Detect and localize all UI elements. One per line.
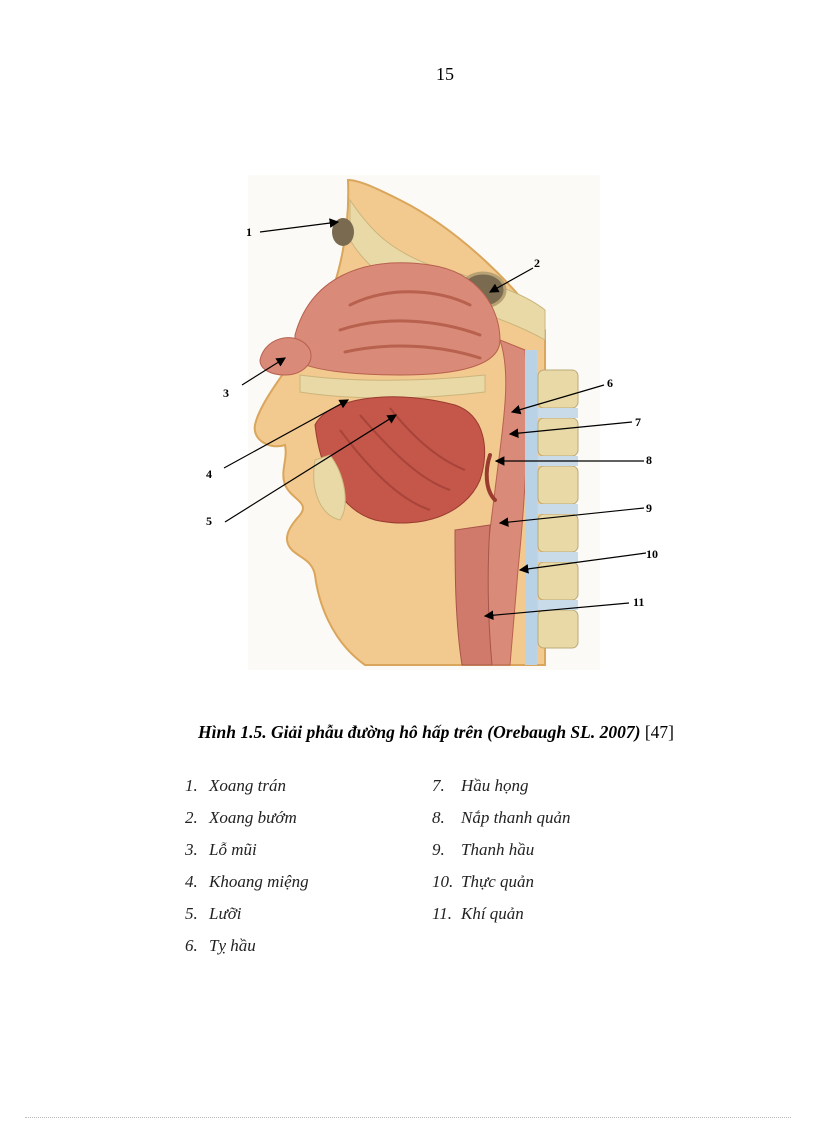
legend-number: 6. (185, 936, 198, 955)
legend-text: Thanh hầu (461, 840, 535, 859)
caption-title: Hình 1.5. Giải phẫu đường hô hấp trên (O… (198, 722, 641, 742)
legend-number: 9. (432, 840, 445, 859)
caption-reference: [47] (644, 722, 674, 742)
legend-number: 7. (432, 776, 445, 795)
legend-number: 10. (432, 872, 454, 891)
callout-9: 9 (646, 501, 652, 515)
legend-number: 1. (185, 776, 198, 795)
legend-item: 2. Xoang bướm (185, 807, 309, 839)
callout-10: 10 (646, 547, 658, 561)
legend-number: 3. (185, 840, 198, 859)
callout-4: 4 (206, 467, 212, 481)
legend-item: 6. Tỵ hầu (185, 935, 309, 967)
callout-2: 2 (534, 256, 540, 270)
page-bottom-rule (25, 1117, 791, 1118)
mandible (313, 454, 346, 521)
legend-item: 10. Thực quản (432, 871, 571, 903)
legend-item: 11. Khí quản (432, 903, 571, 935)
legend-text: Xoang trán (209, 776, 286, 795)
legend-number: 4. (185, 872, 198, 891)
legend-text: Khoang miệng (209, 872, 309, 891)
nasal-conchae (338, 290, 482, 360)
legend-text: Nắp thanh quản (461, 808, 571, 827)
callout-5: 5 (206, 514, 212, 528)
legend-item: 1. Xoang trán (185, 775, 309, 807)
epiglottis (484, 453, 497, 502)
legend-number: 8. (432, 808, 445, 827)
anatomy-figure: 1 2 3 4 5 6 7 8 9 10 11 (200, 170, 670, 675)
figure-caption: Hình 1.5. Giải phẫu đường hô hấp trên (O… (0, 722, 816, 743)
vertebrae (537, 369, 579, 649)
upper-airway-illustration (223, 175, 647, 670)
legend-column-2: 7.Hầu họng 8.Nắp thanh quản 9.Thanh hầu … (432, 775, 571, 935)
legend-item: 5. Lưỡi (185, 903, 309, 935)
callout-6: 6 (607, 376, 613, 390)
legend-text: Tỵ hầu (209, 936, 256, 955)
legend-text: Lỗ mũi (209, 840, 257, 859)
legend-item: 4. Khoang miệng (185, 871, 309, 903)
page-number: 15 (436, 64, 454, 84)
leader-lines (223, 218, 647, 621)
callout-11: 11 (633, 595, 645, 609)
hard-palate (299, 374, 486, 399)
tongue (314, 396, 486, 524)
callout-7: 7 (635, 415, 641, 429)
legend-item: 3. Lỗ mũi (185, 839, 309, 871)
legend-text: Hầu họng (461, 776, 529, 795)
legend-item: 9. Thanh hầu (432, 839, 571, 871)
spinal-cord (525, 350, 537, 665)
legend-text: Lưỡi (209, 904, 242, 923)
legend-item: 7. Hầu họng (432, 775, 571, 807)
legend-item: 8. Nắp thanh quản (432, 807, 571, 839)
callout-3: 3 (223, 386, 229, 400)
legend-number: 11. (432, 904, 452, 923)
legend-text: Xoang bướm (209, 808, 297, 827)
legend-number: 5. (185, 904, 198, 923)
callout-1: 1 (246, 225, 252, 239)
legend-number: 2. (185, 808, 198, 827)
tongue-fibers (339, 407, 466, 511)
trachea (454, 524, 493, 666)
callout-8: 8 (646, 453, 652, 467)
legend-text: Thực quản (461, 872, 535, 891)
legend-text: Khí quản (461, 904, 524, 923)
legend-column-1: 1. Xoang trán 2. Xoang bướm 3. Lỗ mũi 4. Kho… (185, 775, 309, 967)
